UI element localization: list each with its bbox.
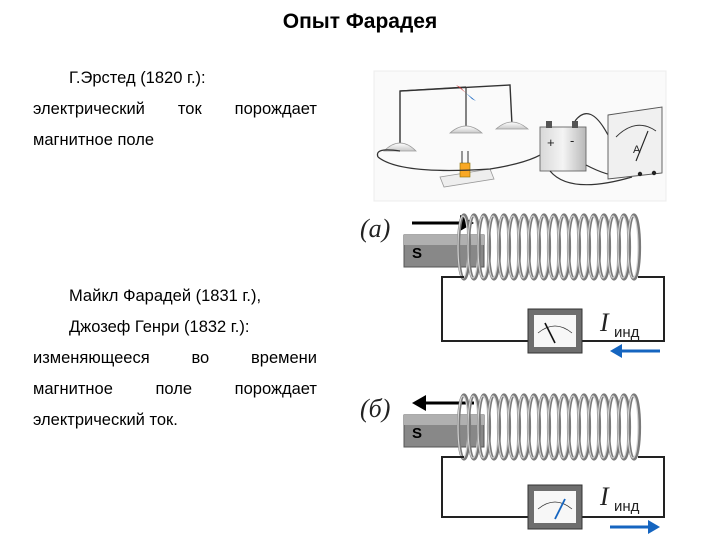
battery-plus: +: [547, 135, 555, 150]
oersted-word: ток: [177, 100, 202, 118]
faraday-line-2: Джозеф Генри (1832 г.):: [69, 318, 250, 336]
figure-label-a: (а): [360, 214, 390, 243]
coil-figure-a: (а) S I инд: [360, 213, 665, 358]
galvanometer-icon-a: [527, 308, 583, 354]
slide-title: Опыт Фарадея: [282, 10, 438, 33]
current-label-a: I: [599, 308, 610, 337]
compass-needle-icon: [456, 85, 476, 101]
faraday-word: порождает: [234, 380, 317, 398]
faraday-word: магнитное: [33, 380, 113, 398]
coil-turn-highlight: [627, 215, 639, 279]
oersted-line-3: магнитное поле: [33, 131, 155, 149]
faraday-line-4: магнитное поле порождает: [33, 379, 317, 399]
current-arrow-a: [610, 344, 660, 358]
magnet-b: S: [403, 414, 485, 448]
coil-b: [456, 393, 642, 461]
oersted-apparatus: + - A: [373, 70, 667, 202]
magnet-label-b: S: [412, 425, 422, 442]
faraday-word: во: [191, 349, 210, 367]
mount-middle: [448, 125, 484, 134]
coil-a: [456, 213, 642, 281]
battery-minus: -: [570, 133, 574, 148]
faraday-line-1: Майкл Фарадей (1831 г.),: [69, 287, 262, 305]
mount-right: [494, 121, 530, 130]
faraday-word: времени: [251, 349, 317, 367]
ammeter-label: A: [633, 144, 641, 156]
figure-label-b: (б): [360, 394, 390, 423]
current-arrow-b: [610, 520, 660, 534]
current-label-b: I: [599, 482, 610, 511]
current-sub-b: инд: [614, 498, 640, 515]
galvanometer-icon-b: [527, 484, 583, 530]
oersted-line-1: Г.Эрстед (1820 г.):: [69, 69, 206, 87]
magnet-a: S: [403, 234, 485, 268]
ammeter-icon: A: [607, 106, 663, 180]
coil-figure-b: (б) S I инд: [360, 393, 665, 534]
oersted-word: порождает: [234, 100, 317, 118]
magnet-label-a: S: [412, 245, 422, 262]
faraday-line-3: изменяющееся во времени: [33, 348, 317, 368]
oersted-line-2: электрический ток порождает: [33, 99, 317, 119]
faraday-line-5: электрический ток.: [33, 411, 178, 429]
faraday-word: поле: [155, 380, 193, 398]
coil-turn-highlight: [627, 395, 639, 459]
faraday-word: изменяющееся: [33, 349, 150, 367]
oersted-word: электрический: [33, 100, 145, 118]
battery-icon: + -: [539, 121, 587, 172]
current-sub-a: инд: [614, 324, 640, 341]
mount-left: [383, 142, 417, 152]
